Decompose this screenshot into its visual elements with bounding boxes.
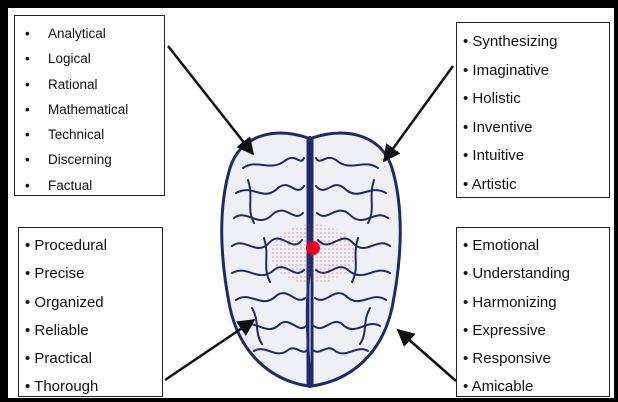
trait-item: Artistic: [463, 171, 609, 200]
trait-item: Logical: [15, 46, 164, 71]
bottom-left-traits-list: Procedural Precise Organized Reliable Pr…: [25, 232, 162, 398]
trait-item: Mathematical: [15, 97, 164, 122]
trait-item: Analytical: [15, 21, 164, 46]
trait-item: Inventive: [463, 114, 609, 143]
top-left-traits-list: Analytical Logical Rational Mathematical…: [15, 21, 164, 198]
trait-item: Harmonizing: [463, 289, 609, 317]
arrow-top-left: [168, 46, 253, 154]
trait-item: Precise: [25, 260, 162, 288]
trait-item: Synthesizing: [463, 28, 609, 57]
diagram-canvas: Analytical Logical Rational Mathematical…: [8, 8, 614, 398]
bottom-right-traits-box: Emotional Understanding Harmonizing Expr…: [456, 227, 610, 397]
trait-item: Practical: [25, 345, 162, 373]
trait-item: Discerning: [15, 147, 164, 172]
trait-item: Emotional: [463, 232, 609, 260]
trait-item: Factual: [15, 173, 164, 198]
trait-item: Organized: [25, 289, 162, 317]
trait-item: Amicable: [463, 373, 609, 398]
brain-illustration: [222, 133, 401, 388]
trait-item: Intuitive: [463, 142, 609, 171]
trait-item: Holistic: [463, 85, 609, 114]
top-right-traits-box: Synthesizing Imaginative Holistic Invent…: [456, 22, 610, 198]
top-left-traits-box: Analytical Logical Rational Mathematical…: [14, 15, 165, 196]
arrow-bottom-left: [165, 320, 254, 380]
arrow-bottom-right: [398, 330, 456, 381]
trait-item: Understanding: [463, 260, 609, 288]
trait-item: Technical: [15, 122, 164, 147]
trait-item: Expressive: [463, 317, 609, 345]
arrow-top-right: [384, 66, 453, 161]
center-dot: [306, 241, 320, 255]
trait-item: Imaginative: [463, 57, 609, 86]
bottom-right-traits-list: Emotional Understanding Harmonizing Expr…: [463, 232, 609, 398]
trait-item: Reliable: [25, 317, 162, 345]
trait-item: Thorough: [25, 373, 162, 398]
top-right-traits-list: Synthesizing Imaginative Holistic Invent…: [463, 28, 609, 200]
trait-item: Responsive: [463, 345, 609, 373]
trait-item: Procedural: [25, 232, 162, 260]
trait-item: Rational: [15, 72, 164, 97]
bottom-left-traits-box: Procedural Precise Organized Reliable Pr…: [18, 227, 163, 397]
